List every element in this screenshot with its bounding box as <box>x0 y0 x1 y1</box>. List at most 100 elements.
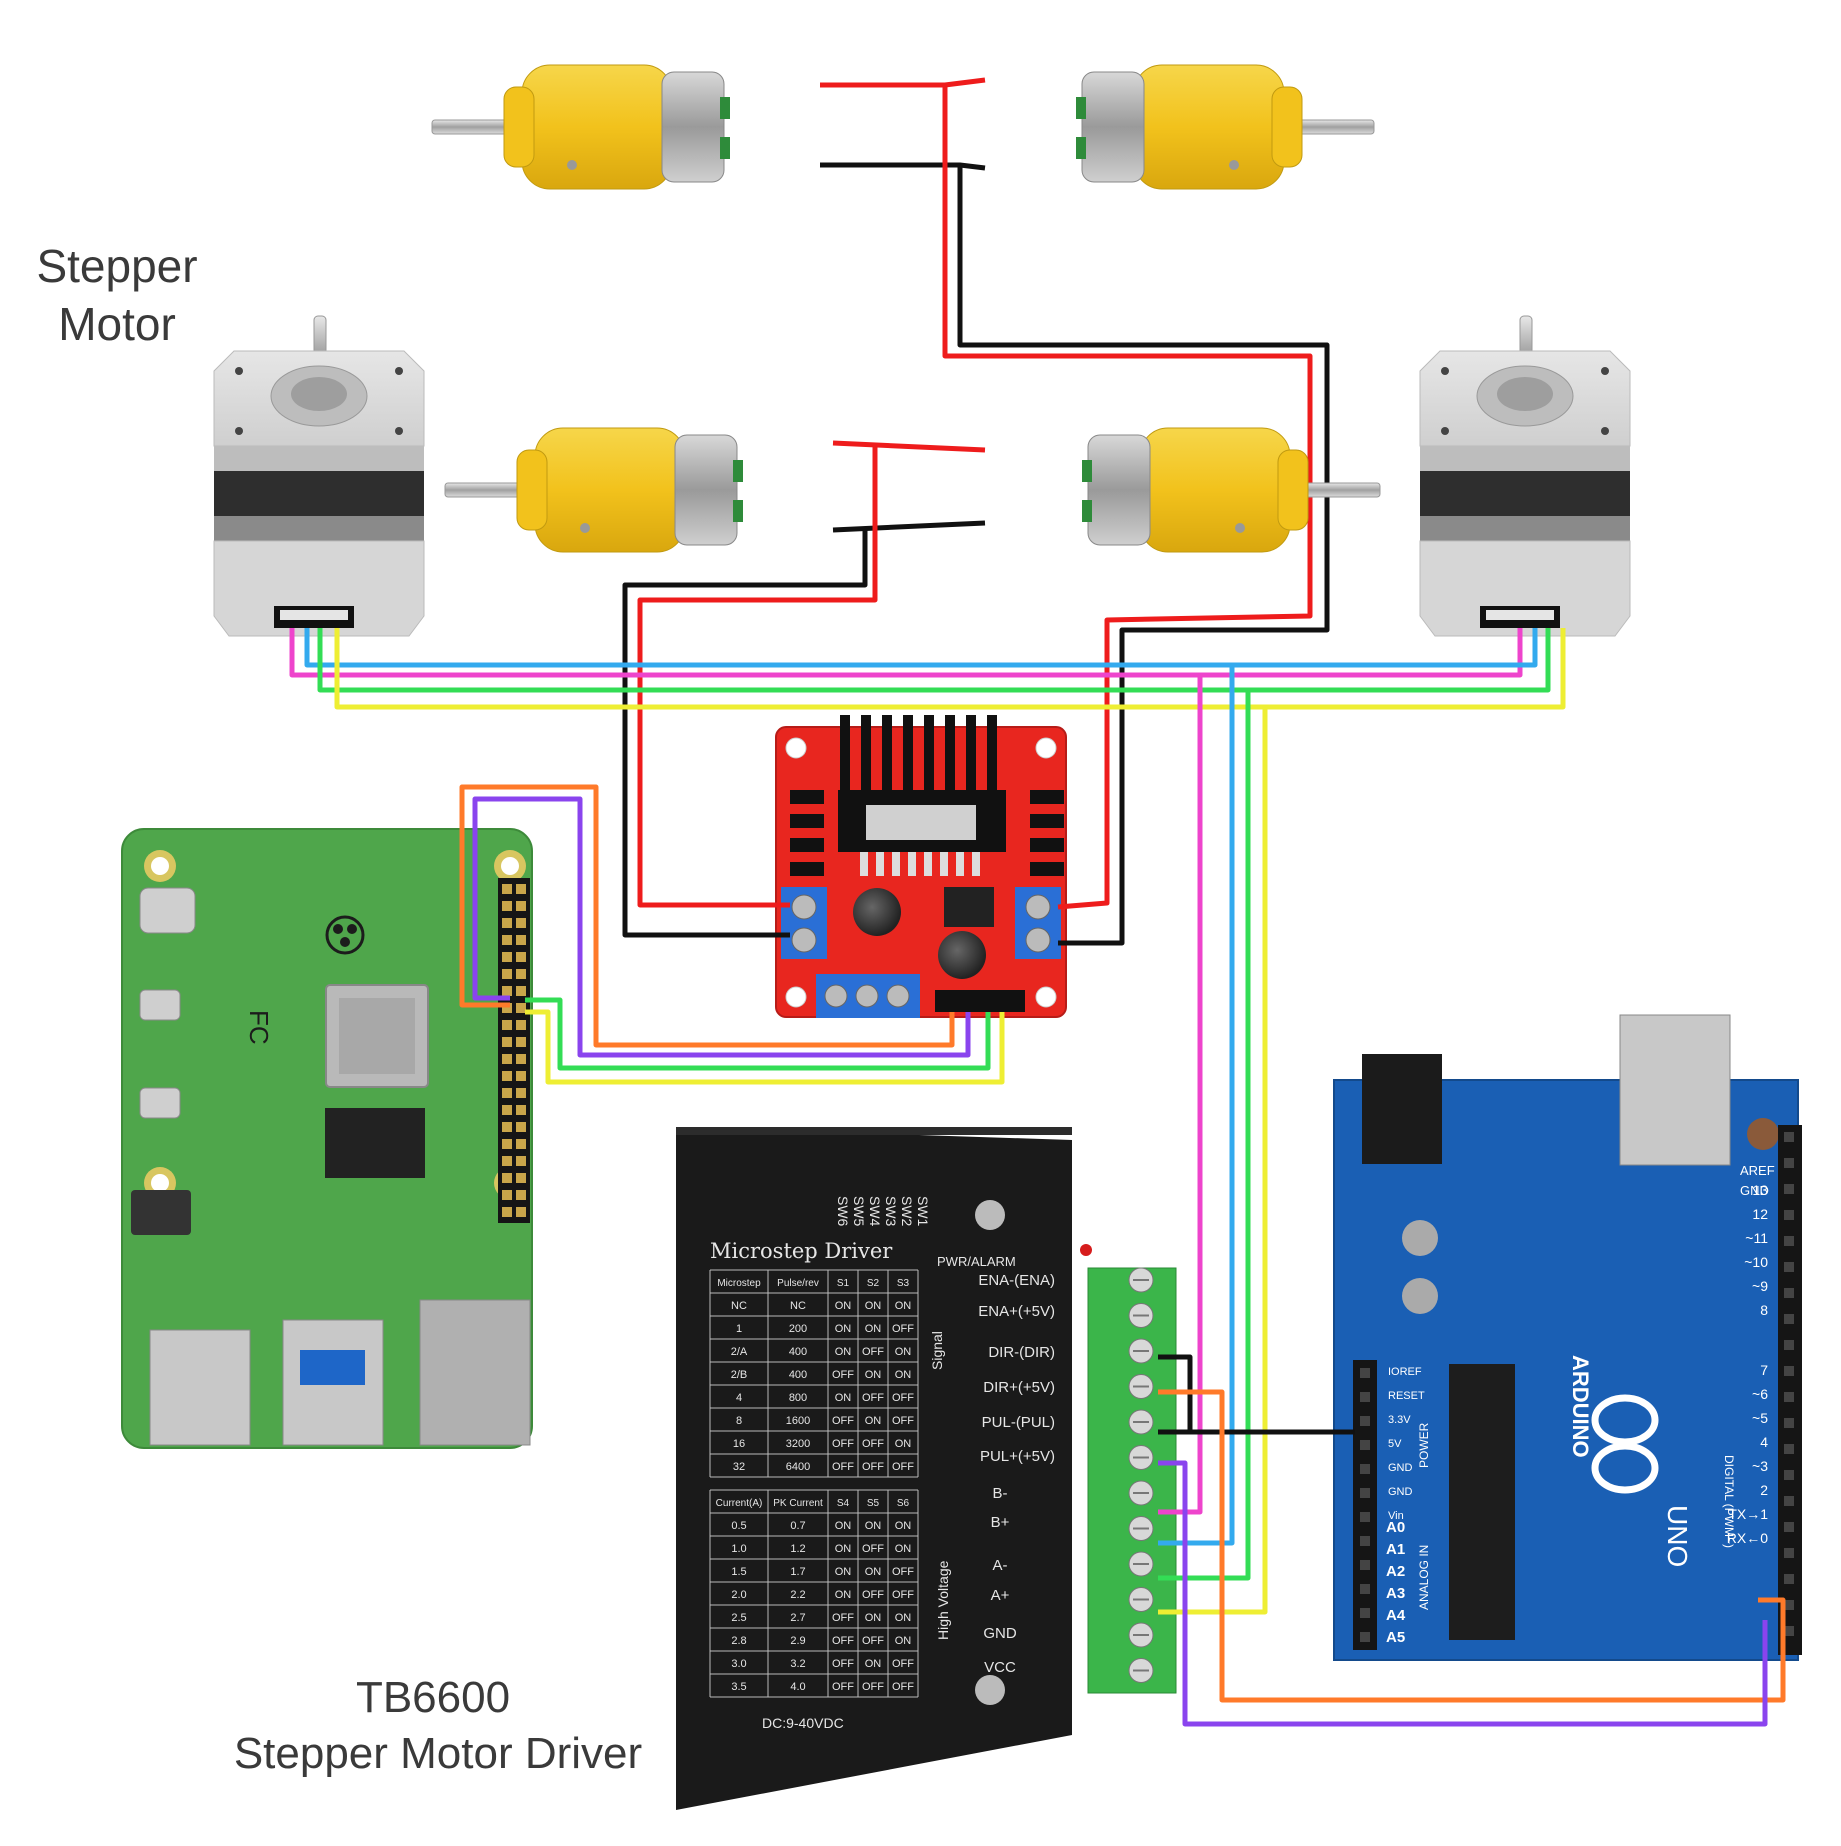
diode <box>1030 790 1064 804</box>
dc-motor-can <box>661 71 725 183</box>
gpio-pin <box>502 1190 512 1200</box>
wire-orange-pi-to-l298n <box>459 784 955 1048</box>
tb6600-switch-label: SW6 <box>835 1196 851 1227</box>
arduino-analog-pin-label: A4 <box>1386 1607 1406 1624</box>
tb6600-table-cell: 1.0 <box>731 1543 746 1555</box>
stepper-motor-right <box>1419 315 1631 637</box>
tb6600-table-cell: 1.2 <box>790 1543 805 1555</box>
tb6600-table-cell: 200 <box>789 1323 807 1335</box>
tb6600-table-cell: S3 <box>897 1278 910 1289</box>
tb6600-table-cell: 400 <box>789 1369 807 1381</box>
tb6600-terminal-label: ENA+(+5V) <box>978 1303 1055 1320</box>
wire-green-to-tb6600 <box>1158 690 1251 1581</box>
gpio-pin <box>502 1071 512 1081</box>
gpio-pin <box>502 986 512 996</box>
gpio-pin <box>516 986 526 996</box>
arduino-digital-pin-label: ~5 <box>1752 1410 1768 1426</box>
chip-pin <box>860 852 868 876</box>
arduino-digital-pin-label: ~11 <box>1745 1230 1768 1246</box>
wire-blue-stepper-bus <box>304 628 1538 668</box>
dc-motor-screw <box>1235 523 1245 533</box>
wire-pink-to-tb6600 <box>1158 675 1203 1515</box>
tb6600-table-cell: ON <box>895 1438 912 1450</box>
gpio-pin <box>516 1003 526 1013</box>
arduino-header-pin <box>1360 1392 1370 1402</box>
tb6600-terminal-label: PUL-(PUL) <box>982 1414 1055 1431</box>
arduino-analog-pin-label: A3 <box>1386 1585 1405 1602</box>
arduino-digital-pin-label: ~9 <box>1752 1278 1768 1294</box>
gpio-pin <box>502 1122 512 1132</box>
tb6600-table-cell: OFF <box>892 1323 914 1335</box>
l298n-driver-board <box>775 715 1067 1018</box>
wire-red-top-motors <box>820 77 986 88</box>
gpio-pin <box>502 1105 512 1115</box>
gpio-pin <box>516 1122 526 1132</box>
diode <box>1030 814 1064 828</box>
tb6600-table-cell: OFF <box>892 1566 914 1578</box>
tb6600-table-cell: PK Current <box>773 1498 823 1509</box>
wire-black-right-motors-to-l298n <box>957 165 1330 946</box>
tb6600-table-cell: ON <box>865 1415 882 1427</box>
wire-black-left-motors-to-l298n <box>622 530 868 938</box>
tb6600-table-cell: 3200 <box>786 1438 810 1450</box>
tb6600-table-cell: OFF <box>862 1461 884 1473</box>
tb6600-table-cell: OFF <box>832 1461 854 1473</box>
arduino-analog-pin-label: A0 <box>1386 1519 1405 1536</box>
wire-yellow-to-tb6600 <box>1158 707 1268 1615</box>
tb6600-terminal-label: GND <box>983 1625 1017 1642</box>
arduino-header-pin <box>1784 1210 1794 1220</box>
arduino-analog-pin-label: A5 <box>1386 1629 1405 1646</box>
tb6600-table-cell: 0.5 <box>731 1520 746 1532</box>
arduino-header-pin <box>1360 1512 1370 1522</box>
gpio-pin <box>502 1173 512 1183</box>
tb6600-table-cell: ON <box>895 1300 912 1312</box>
tb6600-table-cell: 2.9 <box>790 1635 805 1647</box>
tb6600-table-cell: OFF <box>832 1635 854 1647</box>
arduino-header-pin <box>1784 1522 1794 1532</box>
tb6600-terminal-label: B- <box>993 1485 1008 1502</box>
arduino-gnd: GND <box>1740 1183 1769 1198</box>
tb6600-terminal-label: A- <box>993 1557 1008 1574</box>
tb6600-table-cell: 2.2 <box>790 1589 805 1601</box>
heatsink-fin <box>924 715 934 795</box>
arduino-power-pin-label: RESET <box>1388 1390 1425 1402</box>
tb6600-table-cell: ON <box>865 1323 882 1335</box>
arduino-header-pin <box>1784 1574 1794 1584</box>
tb6600-table-cell: ON <box>895 1520 912 1532</box>
arduino-power-label: POWER <box>1417 1422 1431 1468</box>
arduino-model: UNO <box>1662 1505 1693 1567</box>
stepper-motor-label-line1: Stepper <box>36 240 197 292</box>
arduino-digital-label: DIGITAL (PWM~) <box>1722 1455 1736 1548</box>
wire-orange-tb-to-arduino <box>1158 1389 1786 1703</box>
wire-yellow-stepper-bus <box>334 628 1566 710</box>
wire-red-left-motors-to-l298n <box>637 445 878 908</box>
dc-motor-top-left <box>431 64 730 190</box>
tb6600-terminal-label: ENA-(ENA) <box>978 1272 1055 1289</box>
chip-pin <box>924 852 932 876</box>
arduino-header-pin <box>1360 1632 1370 1642</box>
arduino-brand: ARDUINO <box>1568 1355 1593 1458</box>
dc-motor-screw <box>567 160 577 170</box>
wire-green-pi-to-l298n <box>525 997 991 1071</box>
tb6600-table-cell: Pulse/rev <box>777 1278 819 1289</box>
arduino-header-pin <box>1360 1608 1370 1618</box>
tb6600-terminal-label: A+ <box>991 1587 1010 1604</box>
tb6600-table-cell: 2.0 <box>731 1589 746 1601</box>
heatsink-fin <box>840 715 850 795</box>
arduino-header-pin <box>1784 1158 1794 1168</box>
arduino-header-pin <box>1784 1444 1794 1454</box>
tb6600-table-cell: S1 <box>837 1278 850 1289</box>
arduino-power-pin-label: 5V <box>1388 1438 1402 1450</box>
tb6600-table-cell: ON <box>835 1566 852 1578</box>
tb6600-table-cell: OFF <box>862 1392 884 1404</box>
arduino-header-pin <box>1360 1584 1370 1594</box>
dc-motor-gearbox <box>534 427 686 553</box>
diode <box>790 790 824 804</box>
tb6600-table-cell: 0.7 <box>790 1520 805 1532</box>
diode <box>790 838 824 852</box>
gpio-pin <box>502 1156 512 1166</box>
tb6600-table-cell: ON <box>895 1612 912 1624</box>
gpio-pin <box>516 969 526 979</box>
arduino-analog-pin-label: A1 <box>1386 1541 1405 1558</box>
diode <box>1030 838 1064 852</box>
